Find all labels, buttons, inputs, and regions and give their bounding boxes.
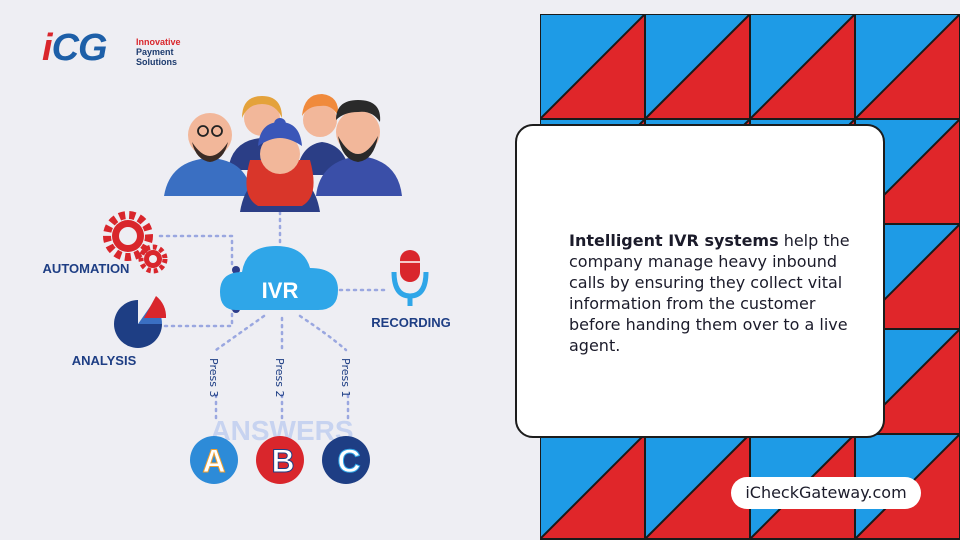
logo-mark-cg: CG	[51, 27, 108, 69]
brand-logo: iCG Innovative Payment Solutions	[42, 28, 192, 72]
connector-node	[232, 266, 240, 274]
analysis-label: ANALYSIS	[72, 353, 137, 368]
logo-tagline-line-1: Innovative	[136, 37, 181, 47]
answer-c-letter: C	[337, 443, 360, 479]
info-card-body: help the company manage heavy inbound ca…	[569, 231, 850, 355]
answer-c-icon: C	[322, 436, 370, 484]
pattern-tile-diagonal	[540, 433, 646, 540]
answer-a-letter: A	[202, 443, 225, 479]
pattern-tile-diagonal	[644, 14, 751, 120]
press-1-label: Press 1	[339, 358, 352, 397]
info-card-text: Intelligent IVR systems help the company…	[569, 230, 859, 356]
gears-icon	[103, 211, 168, 274]
logo-tagline: Innovative Payment Solutions	[136, 37, 196, 67]
microphone-icon	[391, 250, 429, 306]
pattern-tile-diagonal	[749, 14, 856, 120]
automation-label: AUTOMATION	[43, 261, 130, 276]
press-2-label: Press 2	[273, 358, 286, 397]
press-3-label: Press 3	[207, 358, 220, 397]
pattern-tile-diagonal	[854, 14, 960, 120]
pie-chart-icon	[114, 296, 167, 348]
ivr-diagram: AUTOMATION ANALYSIS IVR RECORDING Press …	[43, 94, 451, 484]
logo-mark-i: i	[42, 27, 53, 69]
info-card: Intelligent IVR systems help the company…	[515, 124, 885, 438]
recording-label: RECORDING	[371, 315, 450, 330]
answer-a-icon: A	[190, 436, 238, 484]
logo-tagline-line-3: Solutions	[136, 57, 177, 67]
people-group-icon	[164, 94, 402, 212]
answer-b-icon: B	[256, 436, 304, 484]
logo-tagline-line-2: Payment	[136, 47, 174, 57]
info-card-lead: Intelligent IVR systems	[569, 231, 779, 250]
answer-b-letter: B	[271, 443, 294, 479]
pattern-tile-diagonal	[540, 14, 646, 120]
logo-mark: iCG	[42, 27, 108, 69]
website-link[interactable]: iCheckGateway.com	[731, 477, 921, 509]
pattern-tile-diagonal	[644, 433, 751, 540]
cloud-icon	[220, 246, 338, 310]
diagram-connectors	[158, 210, 390, 424]
ivr-label: IVR	[262, 278, 299, 303]
